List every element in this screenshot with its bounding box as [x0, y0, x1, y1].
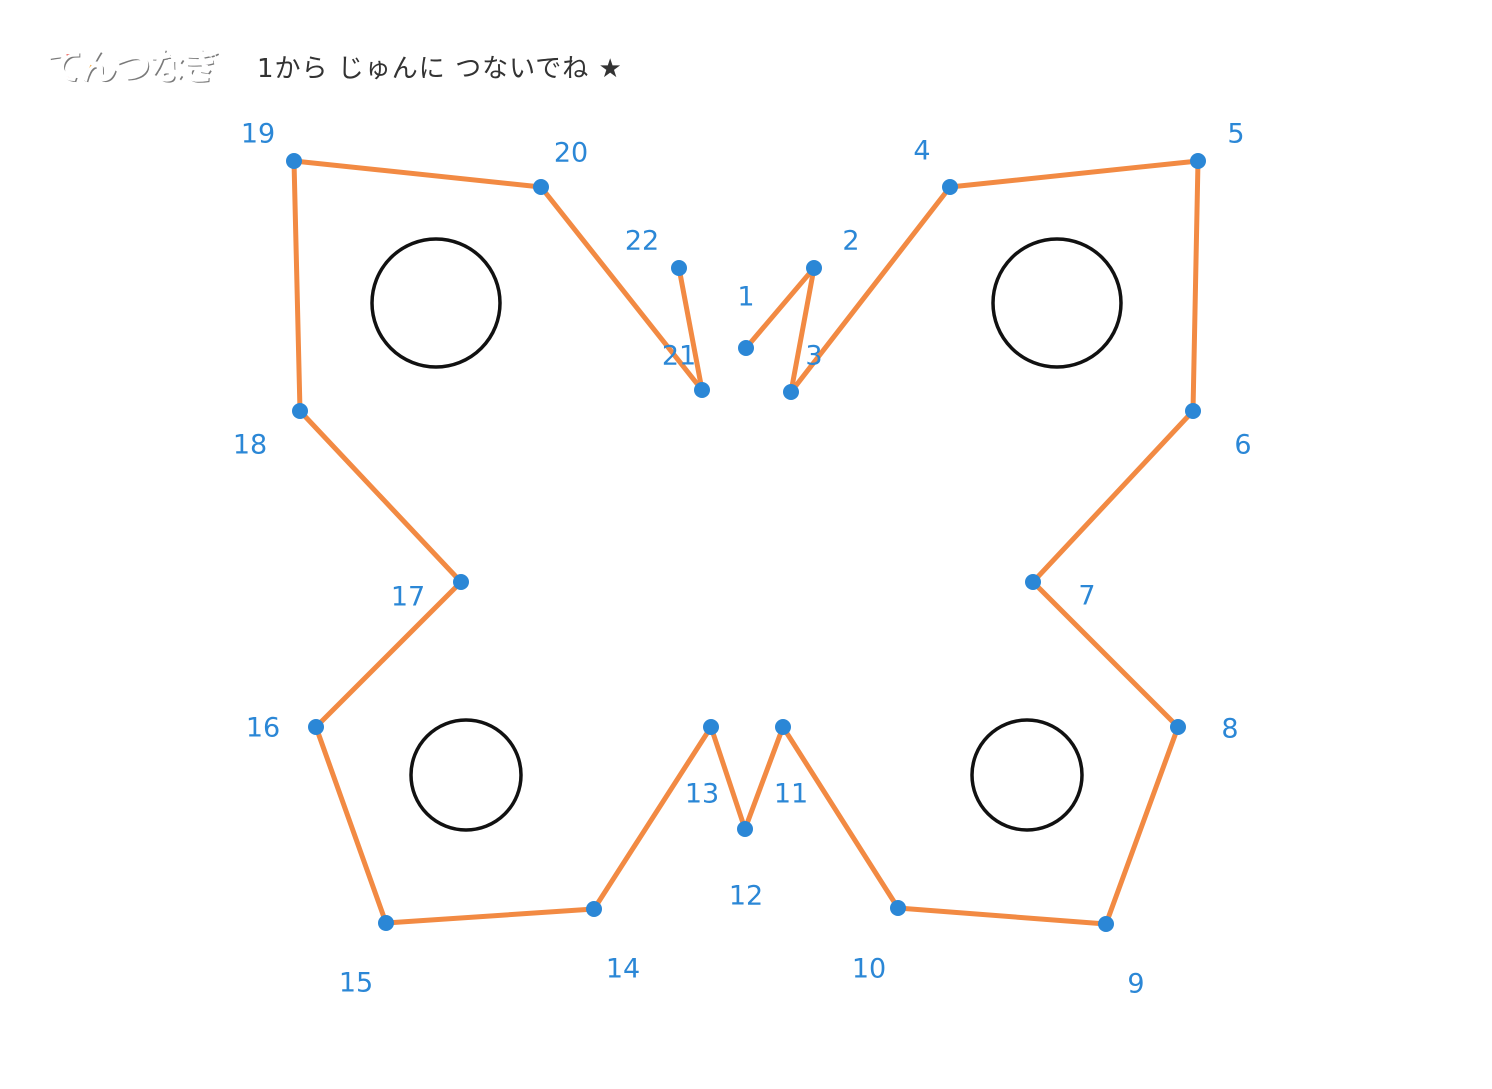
dot-label-8: 8 [1221, 714, 1238, 745]
dot-20[interactable] [533, 179, 549, 195]
wing-spot-circle [970, 718, 1084, 832]
dot-label-14: 14 [606, 954, 640, 985]
connecting-line [291, 158, 1201, 927]
dot-21[interactable] [694, 382, 710, 398]
logo-char: ん [79, 45, 117, 88]
worksheet-header: てんつなぎ 1から じゅんに つないでね ★ [0, 0, 1492, 110]
dot-12[interactable] [737, 821, 753, 837]
dot-label-20: 20 [554, 138, 588, 169]
dot-13[interactable] [703, 719, 719, 735]
dot-label-12: 12 [729, 881, 763, 912]
dot-7[interactable] [1025, 574, 1041, 590]
tentsunagi-logo: てんつなぎ [45, 44, 219, 90]
dot-label-5: 5 [1227, 119, 1244, 150]
wing-spot-circle [991, 237, 1123, 369]
dot-1[interactable] [738, 340, 754, 356]
dot-label-4: 4 [913, 136, 930, 167]
dot-10[interactable] [890, 900, 906, 916]
logo-char: ぎ [181, 45, 219, 88]
dots-layer [286, 153, 1206, 932]
dot-16[interactable] [308, 719, 324, 735]
dot-5[interactable] [1190, 153, 1206, 169]
dot-19[interactable] [286, 153, 302, 169]
dot-11[interactable] [775, 719, 791, 735]
logo-char: つ [113, 45, 151, 88]
dot-label-16: 16 [246, 713, 280, 744]
logo-char: て [45, 45, 83, 88]
dot-label-9: 9 [1127, 969, 1144, 1000]
dot-label-19: 19 [241, 119, 275, 150]
dot-label-18: 18 [233, 430, 267, 461]
dot-label-17: 17 [391, 582, 425, 613]
dot-8[interactable] [1170, 719, 1186, 735]
dot-14[interactable] [586, 901, 602, 917]
wing-spot-circle [370, 237, 502, 369]
dot-4[interactable] [942, 179, 958, 195]
dot-15[interactable] [378, 915, 394, 931]
dot-label-2: 2 [842, 226, 859, 257]
dot-22[interactable] [671, 260, 687, 276]
dot-17[interactable] [453, 574, 469, 590]
dot-6[interactable] [1185, 403, 1201, 419]
dot-label-11: 11 [774, 779, 808, 810]
dot-label-7: 7 [1078, 581, 1095, 612]
dot-label-1: 1 [737, 282, 754, 313]
instruction-text: 1から じゅんに つないでね ★ [257, 54, 623, 84]
dot-label-21: 21 [662, 341, 696, 372]
dot-2[interactable] [806, 260, 822, 276]
dot-label-15: 15 [339, 968, 373, 999]
dot-label-22: 22 [625, 226, 659, 257]
wing-spot-circle [409, 718, 523, 832]
dot-label-10: 10 [852, 954, 886, 985]
wing-spots [370, 237, 1123, 832]
dot-label-3: 3 [805, 341, 822, 372]
dot-label-13: 13 [685, 779, 719, 810]
dot-9[interactable] [1098, 916, 1114, 932]
logo-char: な [147, 45, 185, 88]
dot-18[interactable] [292, 403, 308, 419]
dot-3[interactable] [783, 384, 799, 400]
dot-label-6: 6 [1234, 430, 1251, 461]
